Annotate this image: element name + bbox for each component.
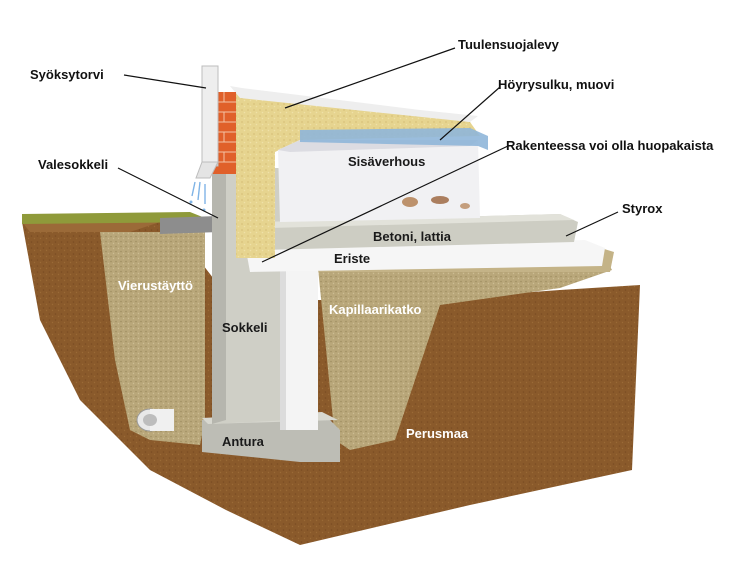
eps-vertical-shade [280, 262, 286, 430]
label-syoksytorvi: Syöksytorvi [30, 67, 104, 82]
leader-styrox [565, 211, 619, 237]
leader-rakenteessa [261, 145, 509, 263]
leader-hoyrysulku [439, 86, 501, 141]
label-antura: Antura [222, 434, 265, 449]
label-tuulensuojalevy: Tuulensuojalevy [458, 37, 560, 52]
valesokkeli-strip [160, 216, 220, 234]
stain [431, 196, 449, 204]
interior-lining-sisaverhous [278, 140, 480, 222]
soil-top-face [22, 222, 160, 232]
label-vierustaytto: Vierustäyttö [118, 278, 193, 293]
label-sokkeli: Sokkeli [222, 320, 268, 335]
label-betoni: Betoni, lattia [373, 229, 452, 244]
label-styrox: Styrox [622, 201, 663, 216]
label-kapillaarikatko: Kapillaarikatko [329, 302, 422, 317]
label-hoyrysulku: Höyrysulku, muovi [498, 77, 614, 92]
label-valesokkeli: Valesokkeli [38, 157, 108, 172]
leader-syoksytorvi [123, 74, 207, 89]
downspout [189, 65, 219, 212]
label-perusmaa: Perusmaa [406, 426, 469, 441]
label-eriste: Eriste [334, 251, 370, 266]
gravel-kapillaarikatko [318, 248, 612, 450]
footing-antura [202, 420, 340, 462]
eps-vertical [280, 262, 318, 430]
floor-slab-top [258, 214, 574, 228]
windbreak-board-tuulensuojalevy [230, 86, 478, 122]
label-rakenteessa: Rakenteessa voi olla huopakaista [506, 138, 714, 153]
drain-pipe-opening [143, 414, 157, 426]
backfill-vierustaytto [100, 232, 205, 445]
leader-tuulensuojalevy [284, 47, 456, 109]
stain [460, 203, 470, 209]
leader-valesokkeli [117, 167, 219, 219]
vapour-barrier [300, 128, 488, 150]
stain [402, 197, 418, 207]
drain-pipe-body [150, 409, 174, 431]
label-sisaverhous: Sisäverhous [348, 154, 425, 169]
foundation-wall-side [212, 162, 226, 424]
